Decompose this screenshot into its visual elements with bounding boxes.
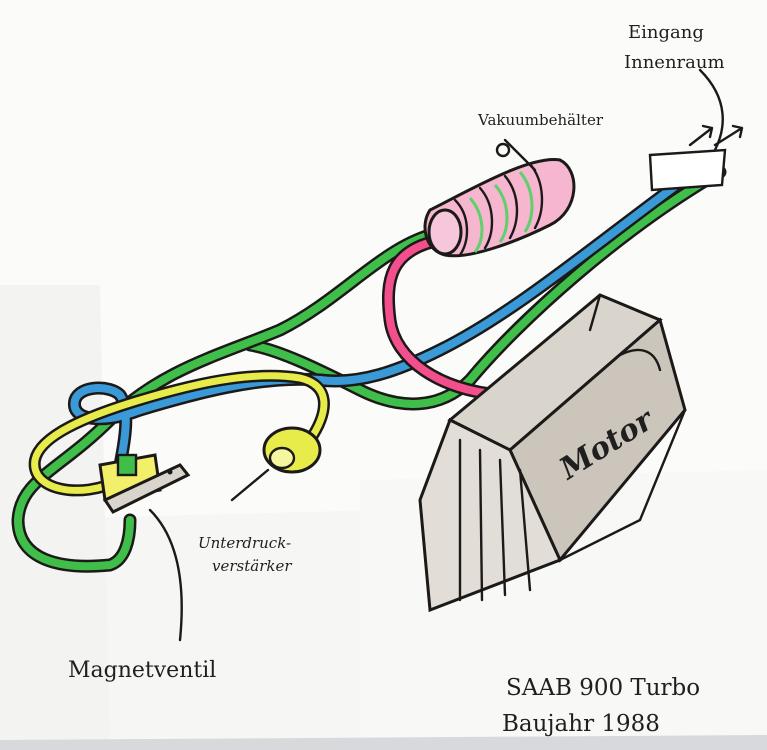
label-solenoid-valve: Magnetventil [68, 658, 216, 683]
leader-lines [148, 68, 724, 642]
interior-inlet-box [648, 124, 744, 192]
solenoid-valve [98, 453, 191, 514]
brake-booster [230, 426, 322, 502]
label-build-year: Baujahr 1988 [502, 711, 660, 737]
green-hose-long [243, 165, 727, 411]
label-booster-line2: verstärker [212, 557, 292, 575]
green-hose-from-tank [11, 228, 437, 573]
vacuum-tank [423, 142, 576, 258]
label-car-model: SAAB 900 Turbo [506, 675, 700, 701]
motor-block [418, 293, 687, 613]
label-interior: Innenraum [624, 52, 725, 73]
yellow-hose [28, 369, 330, 497]
label-vacuum-tank: Vakuumbehälter [477, 111, 604, 129]
label-inlet: Eingang [628, 22, 704, 43]
pink-hose [381, 233, 507, 402]
label-booster-line1: Unterdruck- [198, 534, 291, 552]
blue-hose [68, 161, 707, 472]
